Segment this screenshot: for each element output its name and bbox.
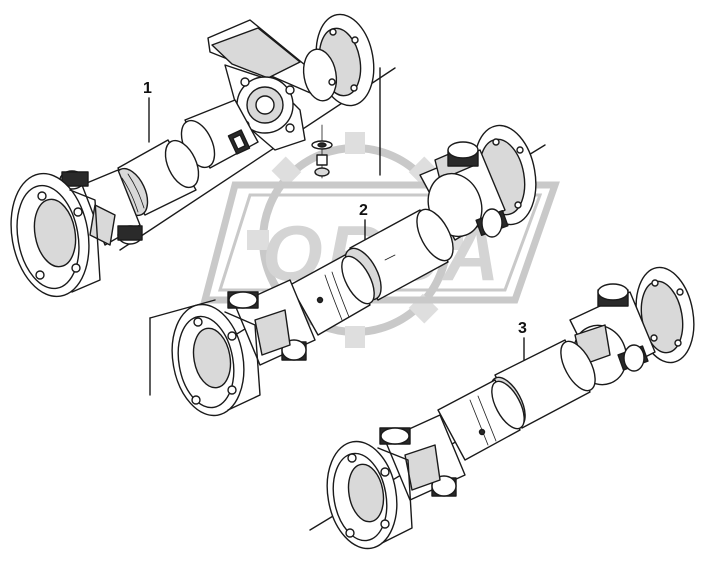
part-1-drive-shaft-with-support xyxy=(10,13,396,298)
center-bearing-bracket xyxy=(207,19,326,151)
callout-number-3: 3 xyxy=(518,320,527,337)
part-2-front-flange xyxy=(171,303,261,417)
part-3-slip-section xyxy=(437,379,525,461)
part-1-stub-tube xyxy=(180,99,259,169)
mounting-bolt xyxy=(311,124,333,179)
part-2-slip-section xyxy=(289,254,375,336)
callout-number-1: 1 xyxy=(143,80,152,97)
part-2-front-universal-joint xyxy=(227,279,316,366)
part-3-rear-flange xyxy=(635,266,695,364)
callout-number-2: 2 xyxy=(359,202,368,219)
part-3-drive-shaft xyxy=(309,266,695,550)
part-1-rear-flange xyxy=(302,13,375,107)
part-1-front-flange xyxy=(10,172,101,298)
part-2-drive-shaft xyxy=(149,67,546,417)
part-1-slip-tube xyxy=(113,139,200,217)
part-2-boundary-top xyxy=(149,299,216,319)
part-2-rear-universal-joint xyxy=(419,141,509,241)
part-3-front-flange xyxy=(326,440,413,550)
part-3-front-universal-joint xyxy=(379,414,466,501)
